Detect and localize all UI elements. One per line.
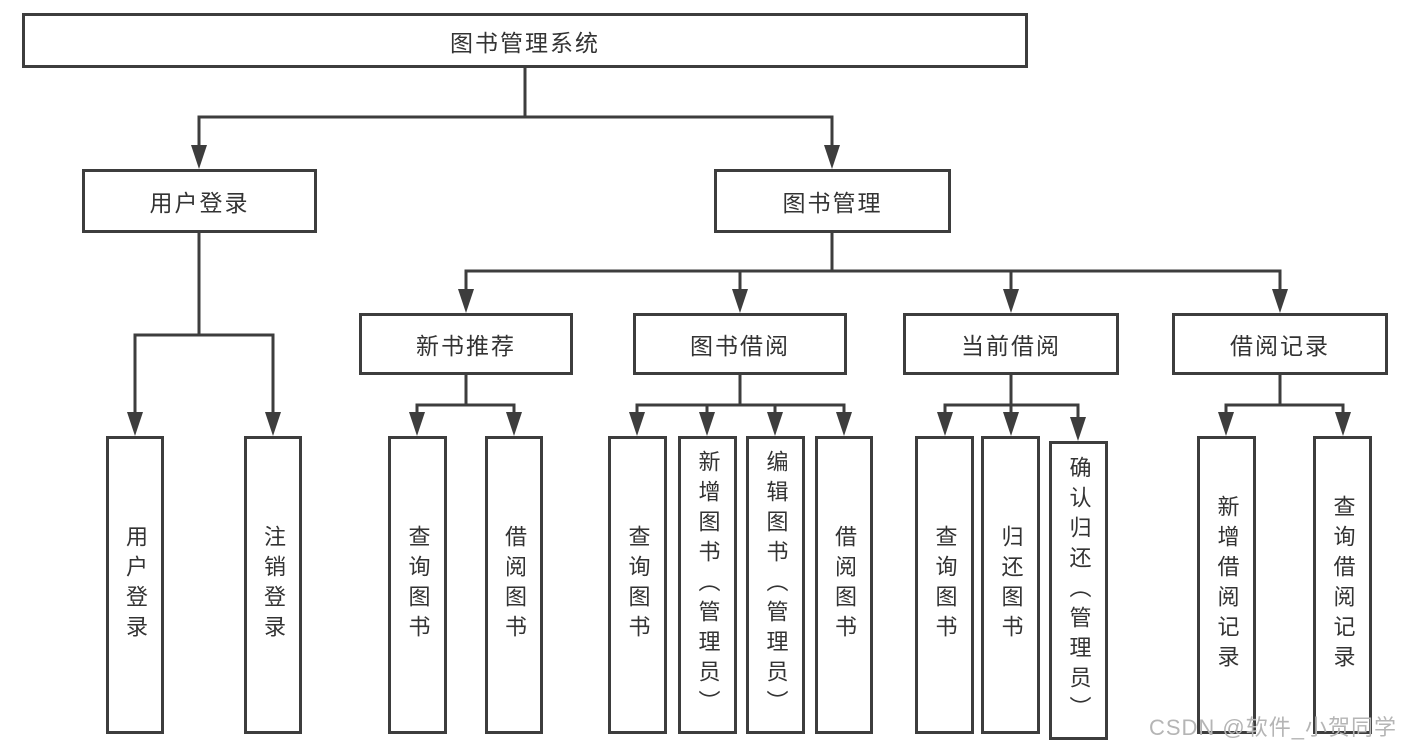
leaf-query-books-current: 查询图书 bbox=[915, 436, 974, 734]
leaf-borrow-books: 借阅图书 bbox=[815, 436, 873, 734]
leaf-add-books-admin: 新增图书（管理员） bbox=[678, 436, 737, 734]
node-borrow-records: 借阅记录 bbox=[1172, 313, 1388, 375]
leaf-query-books-borrow: 查询图书 bbox=[608, 436, 667, 734]
leaf-user-login: 用户登录 bbox=[106, 436, 164, 734]
leaf-add-borrow-record: 新增借阅记录 bbox=[1197, 436, 1256, 734]
leaf-borrow-books-recommend: 借阅图书 bbox=[485, 436, 543, 734]
node-user-login: 用户登录 bbox=[82, 169, 317, 233]
leaf-confirm-return-admin: 确认归还（管理员） bbox=[1049, 441, 1108, 740]
leaf-return-books: 归还图书 bbox=[981, 436, 1040, 734]
csdn-watermark: CSDN @软件_小贺同学 bbox=[1148, 715, 1397, 740]
node-library-management-system: 图书管理系统 bbox=[22, 13, 1028, 68]
node-book-management: 图书管理 bbox=[714, 169, 951, 233]
leaf-query-books-recommend: 查询图书 bbox=[388, 436, 447, 734]
node-book-borrow: 图书借阅 bbox=[633, 313, 847, 375]
leaf-logout: 注销登录 bbox=[244, 436, 302, 734]
node-current-borrow: 当前借阅 bbox=[903, 313, 1119, 375]
leaf-query-borrow-record: 查询借阅记录 bbox=[1313, 436, 1372, 734]
node-new-book-recommend: 新书推荐 bbox=[359, 313, 573, 375]
leaf-edit-books-admin: 编辑图书（管理员） bbox=[746, 436, 805, 734]
